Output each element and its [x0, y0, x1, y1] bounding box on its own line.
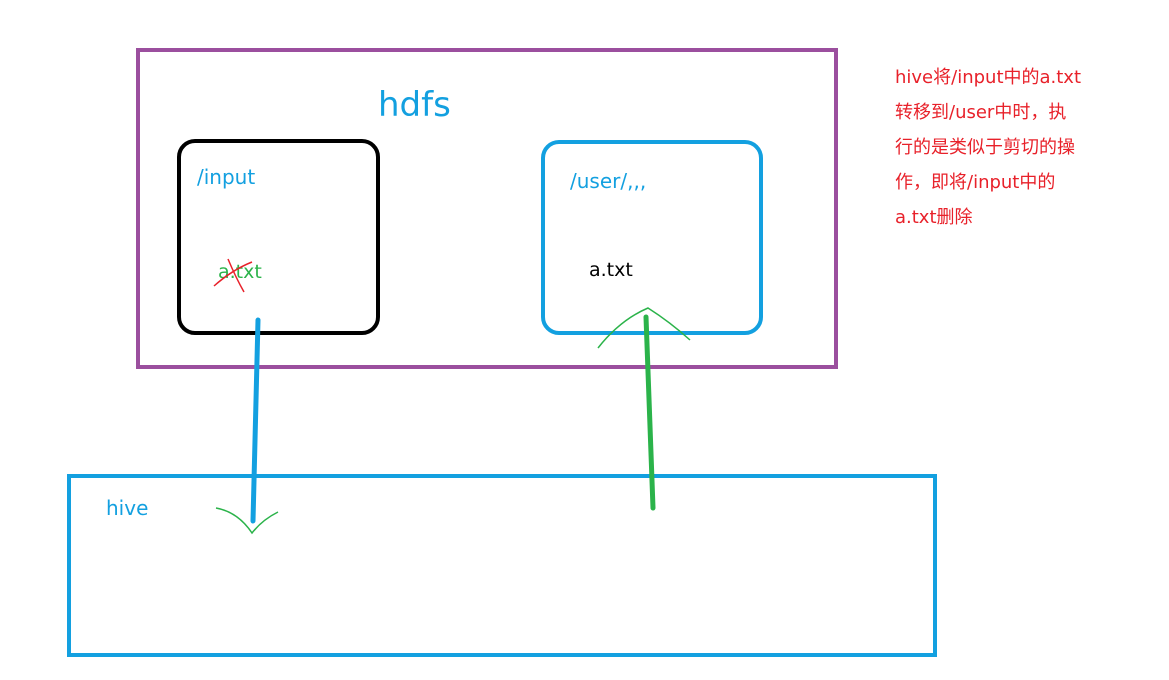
arrowhead-up-icon: [597, 307, 691, 349]
hive-container: [67, 474, 937, 657]
explanation-note: hive将/input中的a.txt 转移到/user中时，执 行的是类似于剪切…: [895, 67, 1082, 228]
user-file-label: a.txt: [589, 259, 633, 281]
input-directory-label: /input: [197, 165, 256, 189]
input-file-label: a.txt: [218, 261, 262, 283]
hdfs-title: hdfs: [378, 85, 451, 125]
hive-label: hive: [106, 496, 149, 520]
hdfs-container: [136, 48, 838, 369]
hive-to-user-connector: [643, 314, 656, 511]
arrowhead-down-icon: [215, 507, 279, 535]
input-directory-box: [177, 139, 380, 335]
user-directory-label: /user/,,,: [570, 169, 647, 193]
user-directory-box: [541, 140, 763, 335]
strike-mark-icon: [213, 258, 253, 293]
input-to-hive-connector: [250, 317, 261, 524]
